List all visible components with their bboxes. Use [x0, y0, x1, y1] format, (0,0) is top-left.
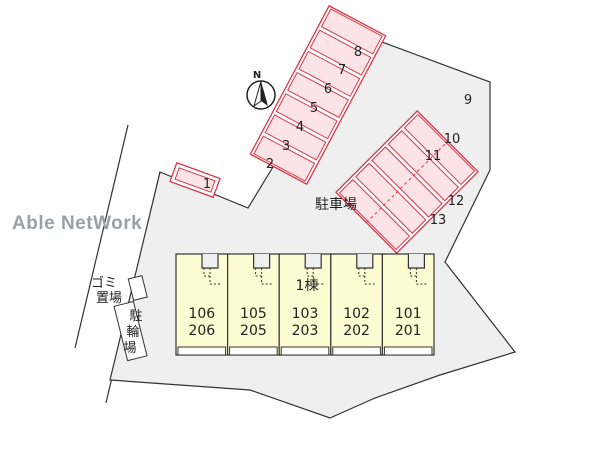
compass-label: N: [253, 70, 261, 81]
unit-lower-number: 206: [188, 323, 215, 339]
bicycle-parking-label-1: 駐: [129, 309, 142, 324]
garbage-area-label-line2: 置場: [96, 291, 122, 306]
parking-space-7: [309, 29, 372, 76]
parking-space-5: [287, 71, 349, 119]
unit-upper-number: 105: [240, 306, 267, 322]
parking-divider: [365, 140, 449, 224]
parking-number: 9: [464, 93, 472, 108]
unit-lower-number: 205: [240, 323, 267, 339]
parking-space-1-inner: [174, 167, 216, 193]
parking-number: 5: [310, 101, 318, 116]
parking-number: 12: [448, 194, 465, 209]
parking-number: 8: [354, 45, 362, 60]
unit-lower-number: 203: [292, 323, 319, 339]
parking-area-label: 駐車場: [315, 196, 357, 213]
building-label: 1棟: [296, 278, 319, 294]
parking-space-6: [298, 50, 361, 97]
garbage-box: [127, 275, 148, 302]
unit-lower-number: 201: [395, 323, 422, 339]
parking-number: 7: [338, 63, 346, 78]
north-arrow-icon: N: [246, 70, 276, 110]
parking-number: 13: [430, 213, 447, 228]
unit-upper-number: 102: [343, 306, 370, 322]
parking-number: 2: [266, 157, 274, 172]
garbage-area-label-line1: ゴミ: [91, 275, 117, 291]
parking-space-8: [320, 8, 383, 55]
parking-space-2: [253, 135, 316, 182]
bicycle-parking-box: [113, 300, 148, 362]
bicycle-parking-label-2: 輪: [126, 324, 139, 340]
parking-number: 4: [296, 120, 304, 135]
unit-upper-number: 106: [188, 306, 215, 322]
parking-number: 1: [203, 177, 211, 192]
parking-number: 6: [324, 82, 332, 97]
unit-upper-number: 103: [292, 306, 319, 322]
unit-upper-number: 101: [395, 306, 422, 322]
parking-space-3: [264, 114, 327, 161]
parking-number: 3: [282, 139, 290, 154]
unit-lower-number: 202: [343, 323, 370, 339]
parking-space-4: [275, 93, 338, 140]
parking-number: 10: [444, 132, 461, 147]
parking-number: 11: [425, 149, 442, 164]
road-line-left: [74, 124, 129, 349]
bicycle-parking-label-3: 場: [123, 341, 136, 356]
